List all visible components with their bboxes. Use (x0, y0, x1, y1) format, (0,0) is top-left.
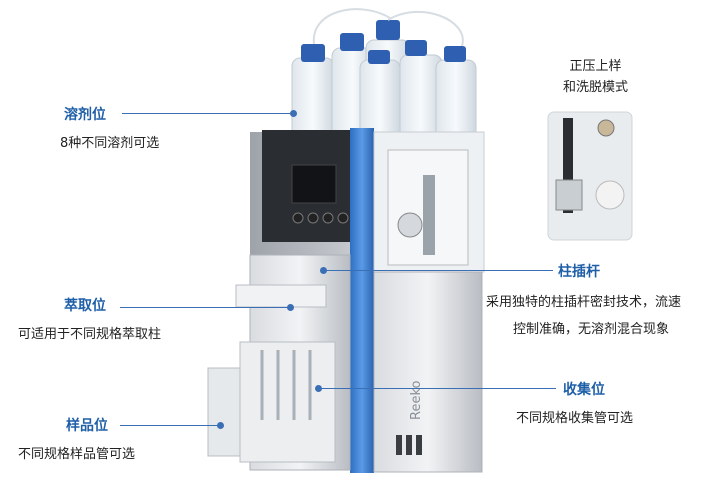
solvent-dot (290, 110, 297, 117)
solvent-position-desc: 8种不同溶剂可选 (60, 136, 160, 151)
solvent-bottles (291, 8, 477, 149)
solvent-position-title: 溶剂位 (64, 107, 106, 123)
collection-dot (315, 385, 322, 392)
extraction-position-desc: 可适用于不同规格萃取柱 (18, 327, 162, 342)
column-plug-desc-2: 控制准确，无溶剂混合现象 (513, 322, 670, 337)
sample-position-desc: 不同规格样品管可选 (18, 447, 136, 462)
extraction-rack (235, 284, 327, 308)
sample-dot (217, 422, 224, 429)
blue-frame (350, 128, 374, 473)
extraction-leader-line (120, 307, 290, 308)
column-plug-desc-1: 采用独特的柱插杆密封技术，流速 (486, 295, 682, 310)
collection-leader-line (320, 388, 556, 389)
extraction-dot (287, 304, 294, 311)
inset-title-line1: 正压上样 (569, 59, 622, 74)
brand-mark: Reeko (409, 380, 424, 420)
sample-position-title: 样品位 (66, 418, 108, 434)
collection-position-title: 收集位 (563, 382, 605, 398)
collection-rack (239, 341, 336, 463)
column-plug-title: 柱插杆 (558, 264, 600, 280)
column-plug-dot (320, 267, 327, 274)
sample-leader-line (120, 425, 220, 426)
extraction-position-title: 萃取位 (64, 298, 106, 314)
solvent-leader-line (122, 113, 294, 114)
collection-position-desc: 不同规格收集管可选 (516, 411, 634, 426)
inset-title-line2: 和洗脱模式 (563, 80, 629, 95)
column-plug-leader-line (325, 270, 553, 271)
